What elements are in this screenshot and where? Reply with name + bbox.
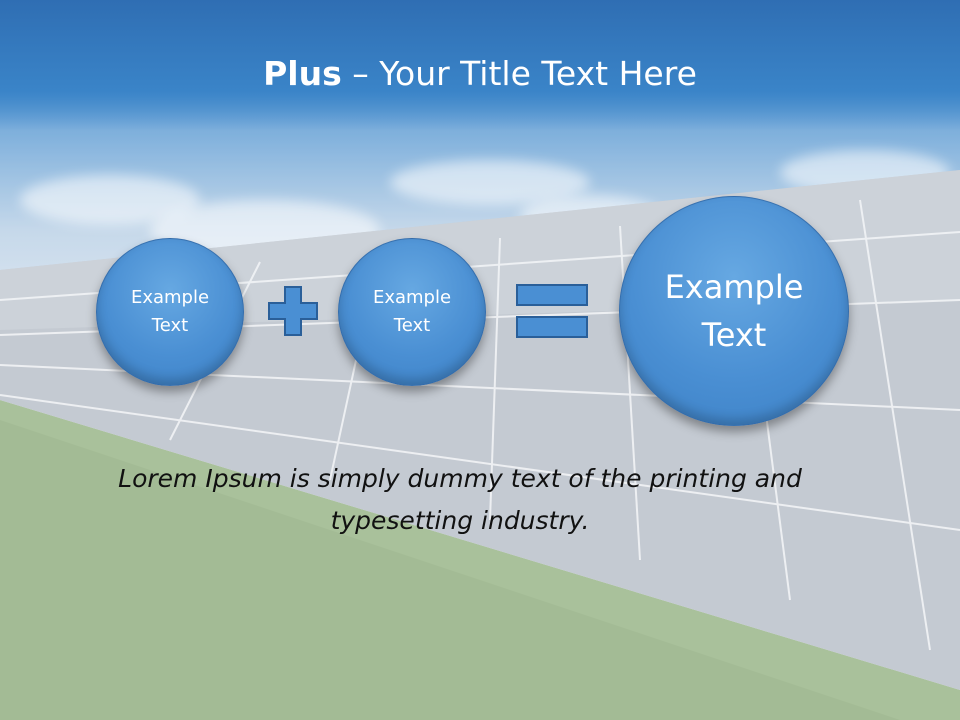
grass-shade: [0, 420, 900, 720]
circle-2-label: Example Text: [372, 287, 452, 336]
title-rest: – Your Title Text Here: [341, 54, 697, 93]
slide-title: Plus – Your Title Text Here: [0, 52, 960, 96]
body-text: Lorem Ipsum is simply dummy text of the …: [118, 464, 802, 535]
plus-icon: [268, 286, 318, 336]
title-band: [0, 0, 960, 130]
title-bold: Plus: [263, 54, 342, 93]
equals-icon: [516, 284, 588, 338]
circle-example-1: Example Text: [96, 238, 244, 386]
circle-example-2: Example Text: [338, 238, 486, 386]
circle-3-label: Example Text: [664, 268, 804, 354]
circle-1-label: Example Text: [130, 287, 210, 336]
circle-example-3: Example Text: [619, 196, 849, 426]
